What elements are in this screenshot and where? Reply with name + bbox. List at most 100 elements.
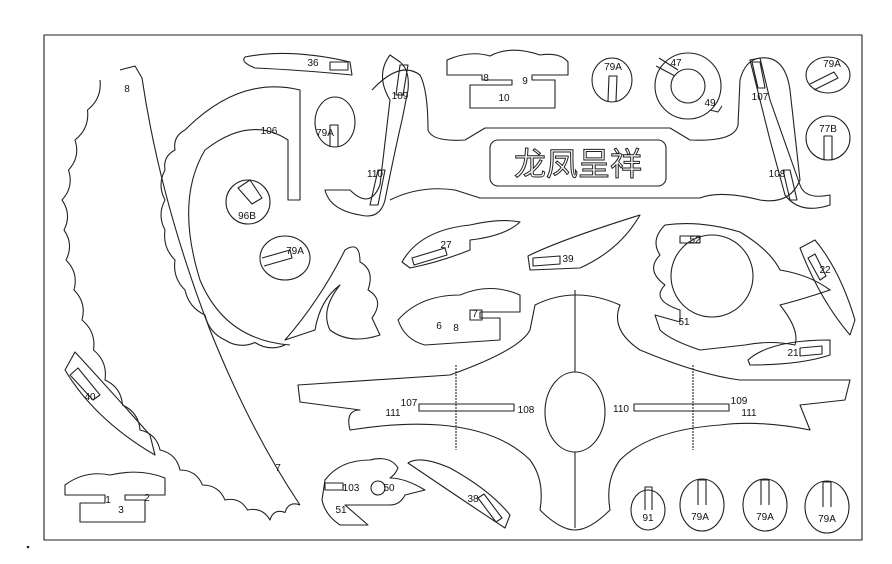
part-39 bbox=[527, 214, 641, 271]
part-label: 109 bbox=[392, 91, 409, 102]
phoenix-top-frame bbox=[371, 57, 801, 202]
part-96B-disc bbox=[225, 179, 271, 225]
part-label: 106 bbox=[261, 126, 278, 137]
part-47-ring bbox=[654, 52, 722, 120]
part-label: 21 bbox=[787, 348, 799, 359]
part-6-7-8 bbox=[397, 287, 521, 346]
phoenix-neck-part-left bbox=[324, 54, 409, 217]
part-38 bbox=[407, 459, 511, 529]
part-label: 108 bbox=[518, 405, 535, 416]
slot bbox=[329, 124, 339, 147]
body-window bbox=[544, 371, 606, 453]
dragon-tail-part bbox=[284, 246, 381, 341]
slot bbox=[823, 135, 833, 160]
slot-107-108 bbox=[418, 403, 515, 412]
part-label: 79A bbox=[818, 514, 836, 525]
part-label: 47 bbox=[670, 58, 682, 69]
part-label: 79A bbox=[823, 59, 841, 70]
part-label: 6 bbox=[436, 321, 442, 332]
part-label: 79A bbox=[756, 512, 774, 523]
part-label: 96B bbox=[238, 211, 256, 222]
part-label: 8 bbox=[483, 73, 489, 84]
slot bbox=[760, 479, 770, 505]
part-label: 3 bbox=[118, 505, 124, 516]
part-label: 77B bbox=[819, 124, 837, 135]
part-79A-disc bbox=[591, 57, 633, 103]
slot bbox=[697, 479, 707, 505]
slot bbox=[822, 481, 832, 507]
part-52-51 bbox=[653, 223, 831, 351]
part-label: 7 bbox=[275, 463, 281, 474]
sheet-frame bbox=[43, 34, 863, 541]
part-52-hole bbox=[670, 234, 754, 318]
part-label: 36 bbox=[307, 58, 319, 69]
part-21 bbox=[747, 339, 831, 366]
part-22 bbox=[799, 239, 856, 336]
part-label: 7 bbox=[472, 309, 478, 320]
part-79A-disc bbox=[314, 96, 356, 148]
part-label: 39 bbox=[562, 254, 574, 265]
part-91-disc bbox=[630, 489, 666, 531]
part-label: 79A bbox=[691, 512, 709, 523]
part-label: 8 bbox=[124, 84, 130, 95]
part-103-50-51 bbox=[321, 458, 426, 526]
part-label: 40 bbox=[84, 392, 96, 403]
dragon-neck-inner bbox=[184, 86, 301, 346]
part-label: 111 bbox=[741, 408, 757, 419]
part-label: 79A bbox=[316, 128, 334, 139]
part-77B-disc bbox=[805, 115, 851, 161]
slot bbox=[237, 179, 263, 205]
part-label: 108 bbox=[769, 169, 786, 180]
part-label: 50 bbox=[383, 483, 395, 494]
corner-mark bbox=[26, 545, 30, 549]
part-36 bbox=[243, 52, 353, 76]
part-label: 51 bbox=[335, 505, 347, 516]
part-label: 79A bbox=[286, 246, 304, 257]
slot bbox=[809, 71, 839, 91]
phoenix-neck-part-right bbox=[749, 57, 831, 209]
slot bbox=[655, 57, 679, 77]
slot-110-109 bbox=[633, 403, 730, 412]
part-label: 22 bbox=[819, 265, 831, 276]
part-label: 110 bbox=[613, 404, 629, 415]
part-79A-disc bbox=[805, 56, 851, 94]
part-label: 8 bbox=[453, 323, 459, 334]
part-label: 1 bbox=[105, 495, 111, 506]
title-plate-text: 龙凤呈祥 bbox=[514, 145, 642, 183]
part-label: 103 bbox=[343, 483, 360, 494]
part-label: 79A bbox=[0, 0, 9, 3]
title-plate bbox=[489, 139, 667, 187]
part-27 bbox=[401, 219, 521, 269]
part-79A-disc bbox=[259, 235, 311, 281]
ring-hole bbox=[670, 68, 706, 104]
phoenix-body-part bbox=[297, 294, 851, 531]
part-label: 2 bbox=[144, 493, 150, 504]
part-label: 110 bbox=[367, 169, 383, 180]
part-label: 107 bbox=[401, 398, 418, 409]
part-79A-disc bbox=[804, 480, 850, 534]
part-label: 107 bbox=[752, 92, 769, 103]
part-40 bbox=[64, 351, 156, 456]
tab bbox=[709, 105, 723, 113]
slot bbox=[261, 249, 293, 267]
part-label: 51 bbox=[678, 317, 690, 328]
part-79A-disc bbox=[679, 478, 725, 532]
slot bbox=[607, 75, 618, 102]
part-label: 91 bbox=[642, 513, 654, 524]
part-label: 49 bbox=[704, 98, 716, 109]
part-label: 38 bbox=[467, 494, 479, 505]
part-1-2-3 bbox=[64, 471, 166, 523]
part-79A-disc bbox=[742, 478, 788, 532]
part-50-hole bbox=[370, 480, 386, 496]
dragon-body-part bbox=[61, 79, 301, 521]
slot bbox=[644, 486, 653, 510]
dragon-neck-part bbox=[160, 129, 286, 349]
part-label: 79A bbox=[604, 62, 622, 73]
part-8-9-10 bbox=[446, 49, 569, 109]
part-label: 52 bbox=[689, 235, 701, 246]
part-label: 109 bbox=[731, 396, 748, 407]
part-label: 27 bbox=[440, 240, 452, 251]
part-label: 9 bbox=[522, 76, 528, 87]
